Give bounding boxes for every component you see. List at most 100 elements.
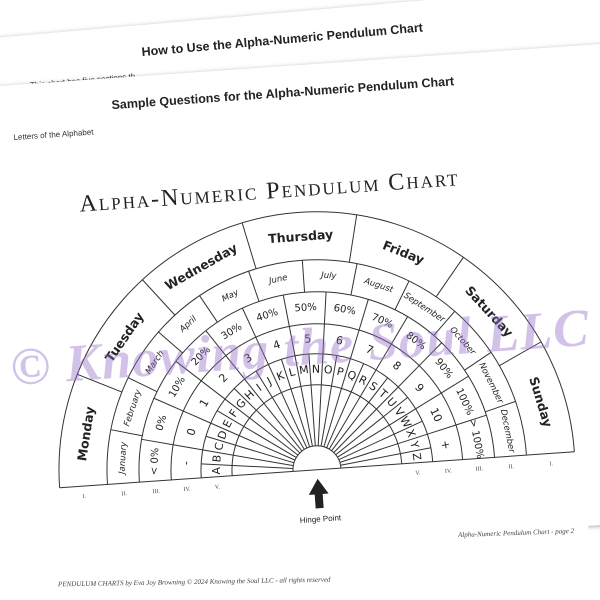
number-divider xyxy=(349,329,360,359)
number-label: + xyxy=(438,439,453,451)
day-divider xyxy=(348,214,358,263)
chart-ring xyxy=(58,211,575,488)
letter-label: Y xyxy=(407,439,422,450)
percent-divider xyxy=(141,438,174,446)
letter-spoke xyxy=(205,435,295,464)
number-divider xyxy=(288,326,296,356)
letter-label: N xyxy=(312,363,320,376)
roman-left: IV. xyxy=(183,487,191,494)
month-divider xyxy=(199,295,218,323)
chart-grid xyxy=(58,211,575,489)
day-divider xyxy=(142,279,176,316)
letter-spoke xyxy=(233,388,301,454)
letter-label: D xyxy=(215,429,230,441)
letter-label: O xyxy=(323,363,333,377)
letter-spoke xyxy=(333,386,399,453)
chart-baseline xyxy=(59,451,575,489)
month-divider xyxy=(301,260,306,293)
number-divider xyxy=(173,444,203,451)
letter-label: Z xyxy=(410,452,424,462)
day-label: Thursday xyxy=(268,227,334,247)
month-divider xyxy=(433,310,456,336)
number-label: 4 xyxy=(272,338,283,353)
month-label: June xyxy=(266,273,288,287)
percent-divider xyxy=(241,307,257,338)
percent-label: < 0% xyxy=(149,448,161,476)
hinge-point-label: Hinge Point xyxy=(299,513,342,525)
percent-divider xyxy=(390,316,409,345)
letter-spoke xyxy=(216,410,297,458)
month-divider xyxy=(158,331,183,354)
number-divider xyxy=(415,392,442,410)
roman-right: II. xyxy=(508,464,514,470)
month-divider xyxy=(394,280,410,310)
letter-spoke xyxy=(340,447,431,466)
letter-spoke xyxy=(201,463,294,470)
roman-left: II. xyxy=(121,491,127,497)
month-divider xyxy=(128,377,158,393)
number-label: 10 xyxy=(427,406,445,424)
letter-spoke xyxy=(323,358,351,447)
letter-spoke xyxy=(317,353,324,446)
roman-left: III. xyxy=(152,489,160,496)
roman-right: V. xyxy=(415,471,421,477)
number-label: - xyxy=(180,461,193,466)
number-divider xyxy=(200,380,226,400)
day-divider xyxy=(499,341,542,367)
letter-label: J xyxy=(264,375,274,388)
percent-label: 60% xyxy=(333,303,357,318)
percent-divider xyxy=(282,294,290,327)
letter-spoke xyxy=(224,398,299,456)
month-label: July xyxy=(319,271,338,282)
number-divider xyxy=(183,410,211,424)
percent-divider xyxy=(205,330,227,356)
month-divider xyxy=(485,400,516,413)
letter-label: C xyxy=(212,441,226,452)
letter-spoke xyxy=(267,364,308,449)
number-divider xyxy=(322,323,325,354)
letter-spoke xyxy=(294,355,313,447)
day-divider xyxy=(435,257,464,298)
letter-spoke xyxy=(337,408,416,458)
day-divider xyxy=(241,222,257,269)
number-divider xyxy=(427,424,457,435)
letter-label: M xyxy=(298,363,309,377)
percent-divider xyxy=(358,299,369,331)
letter-spoke xyxy=(210,422,296,461)
letter-spoke xyxy=(202,449,294,467)
letter-spoke xyxy=(308,354,316,446)
roman-left: I. xyxy=(82,494,86,500)
roman-right: IV. xyxy=(445,468,453,475)
letter-label: L xyxy=(287,365,297,379)
letter-spoke xyxy=(280,359,311,448)
day-divider xyxy=(77,373,123,393)
percent-label: 0% xyxy=(154,414,169,432)
month-divider xyxy=(350,263,358,296)
roman-right: I. xyxy=(549,461,553,467)
letter-spoke xyxy=(255,370,305,450)
letter-spoke xyxy=(328,369,377,450)
number-divider xyxy=(255,336,269,365)
percent-divider xyxy=(418,342,443,366)
letter-label: A xyxy=(210,466,223,474)
letter-spoke xyxy=(320,355,338,447)
letter-label: I xyxy=(254,381,264,394)
percent-label: 50% xyxy=(294,302,317,315)
month-divider xyxy=(248,271,260,302)
letter-spoke xyxy=(338,420,423,461)
number-label: 5 xyxy=(304,332,312,345)
letter-spoke xyxy=(335,396,408,456)
percent-divider xyxy=(455,414,487,426)
letter-spoke xyxy=(339,433,428,463)
number-label: 0 xyxy=(184,427,198,437)
letter-spoke xyxy=(244,378,303,452)
number-label: 7 xyxy=(364,342,376,357)
letter-label: P xyxy=(335,365,345,379)
percent-divider xyxy=(323,291,327,324)
percent-divider xyxy=(153,397,184,412)
letter-label: B xyxy=(210,454,224,463)
number-divider xyxy=(225,355,245,380)
percent-divider xyxy=(440,375,469,394)
letter-spoke xyxy=(331,377,389,452)
number-divider xyxy=(397,365,420,388)
